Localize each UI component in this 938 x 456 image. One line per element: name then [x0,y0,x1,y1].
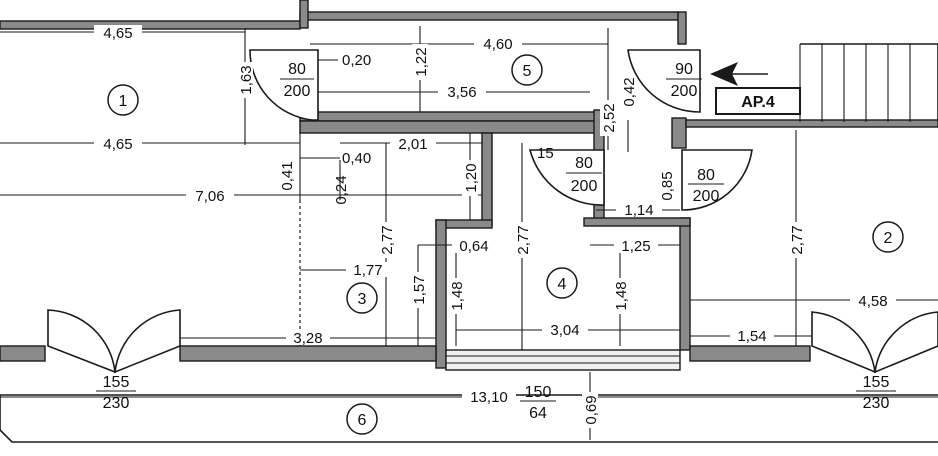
door-e-width: 155 [103,374,130,391]
dim-0-69: 0,69 [583,395,600,424]
door-f-height: 230 [863,395,890,412]
wall-corridor-top [299,11,679,21]
dim-1-48-a: 1,48 [449,281,466,310]
dim-0-85: 0,85 [659,171,676,200]
dim-0-64: 0,64 [459,238,488,255]
dim-3-28: 3,28 [293,330,322,347]
wall-right-stub [671,117,687,149]
wall-mid [299,120,596,134]
door-a-height: 200 [284,83,311,100]
room-3-circle [346,282,378,314]
dim-1-54: 1,54 [737,328,766,345]
room-1-circle [107,84,139,116]
door-a-width: 80 [288,61,306,78]
door-f-width: 155 [863,374,890,391]
door-e-height: 230 [103,395,130,412]
room-6-circle [346,403,378,435]
dim-7-06: 7,06 [195,188,224,205]
wall-bottom-right [689,345,811,362]
room-2-number: 2 [884,230,893,247]
dim-13-10: 13,10 [470,389,508,406]
dim-4-60: 4,60 [483,36,512,53]
dim-4-65-top: 4,65 [103,25,132,42]
dim-0-24: 0,24 [333,175,350,204]
dim-2-77-a: 2,77 [379,225,396,254]
wall-bottom-mid [179,345,437,362]
door-d-height: 200 [693,188,720,205]
entrance-arrow [710,62,768,86]
dim-1-48-b: 1,48 [613,281,630,310]
door-swing-f-right [874,311,938,374]
dim-1-77: 1,77 [353,262,382,279]
door-swing-b [627,49,701,113]
dim-2-77-b: 2,77 [515,225,532,254]
vertical-dimension-labels: 1,63 1,22 2,52 0,42 0,41 0,24 1,20 0,85 … [237,44,806,428]
door-swing-f-left [811,311,876,374]
stairs [799,43,938,122]
apartment-tag-box [715,87,801,115]
dim-3-04: 3,04 [550,322,579,339]
dim-0-41: 0,41 [279,161,296,190]
wall-room3-right [481,132,493,226]
door-d-width: 80 [697,167,715,184]
door-b-width: 90 [675,61,693,78]
wall-corridor-right-stub [677,11,687,45]
wall-corridor-left-stub [299,0,309,29]
walls [0,0,938,371]
apartment-tag: AP.4 [741,94,775,111]
dim-0-42: 0,42 [621,77,638,106]
dimension-labels: 4,65 4,60 0,20 3,56 4,65 2,01 0,40 15 7,… [94,25,896,406]
wall-top-left [0,20,301,30]
window-width: 150 [525,384,552,401]
door-swing-e-right [114,309,181,374]
room-6-number: 6 [358,412,367,429]
door-swing-e-left [47,309,116,374]
dim-2-77-c: 2,77 [789,225,806,254]
dim-2-52: 2,52 [601,103,618,132]
wall-bottom-left [0,345,46,362]
door-c-width: 80 [575,155,593,172]
door-fractions: 80 200 90 200 80 200 80 200 155 230 155 … [96,61,896,422]
dim-1-14: 1,14 [624,202,653,219]
dim-2-01: 2,01 [398,136,427,153]
dim-4-58: 4,58 [858,293,887,310]
dim-3-56: 3,56 [447,84,476,101]
dim-1-25: 1,25 [621,238,650,255]
wall-room3-room4 [435,219,447,369]
room-5-circle [511,54,543,86]
wall-right-top [685,119,938,128]
room-1-number: 1 [119,93,128,110]
dim-1-20: 1,20 [463,163,480,192]
dim-4-65-mid: 4,65 [103,136,132,153]
dim-0-40: 0,40 [342,150,371,167]
door-swing-d [681,149,753,211]
wall-corridor-bottom [299,111,601,122]
dim-0-20: 0,20 [342,52,371,69]
room-4-number: 4 [558,276,567,293]
room-4-circle [546,267,578,299]
room-2-circle [872,221,904,253]
dim-1-63: 1,63 [238,65,255,94]
door-b-height: 200 [671,83,698,100]
window-height: 64 [529,405,547,422]
dim-1-57: 1,57 [411,275,428,304]
door-c-height: 200 [571,178,598,195]
wall-room4-top [583,217,691,227]
room-5-number: 5 [523,63,532,80]
dim-15: 15 [537,145,554,162]
door-swing-c [528,149,605,206]
room-3-number: 3 [358,291,367,308]
dim-1-22: 1,22 [413,47,430,76]
wall-room4-right [679,217,691,351]
wall-window [445,349,681,371]
